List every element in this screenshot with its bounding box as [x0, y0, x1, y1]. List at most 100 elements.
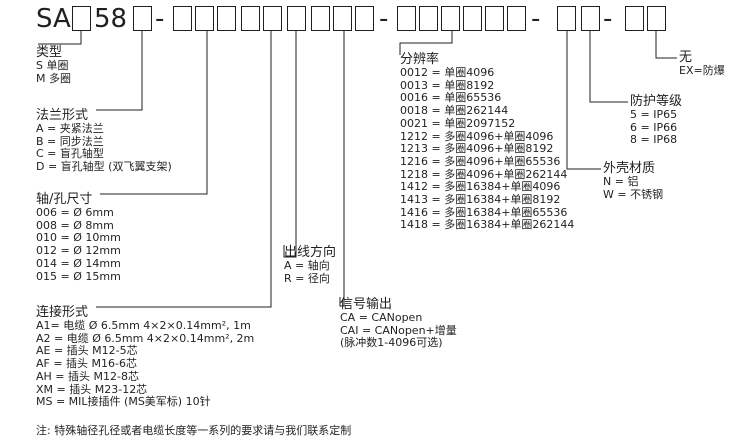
group-material-item: W = 不锈钢: [603, 187, 664, 201]
group-explosion: 无 EX=防爆: [679, 50, 725, 78]
code-mid: 58: [94, 4, 128, 34]
group-resolution-item: 1412 = 多圈16384+单圈4096: [400, 180, 561, 194]
group-material-item: N = 铝: [603, 175, 639, 188]
code-dash-4: -: [603, 4, 613, 34]
group-shaft-item: 015 = Ø 15mm: [36, 269, 121, 283]
group-connection-item: AH = 插头 M12-8芯: [36, 369, 139, 383]
group-protection-item: 5 = IP65: [630, 108, 678, 121]
group-connection-item: MS = MIL接插件 (MS美军标) 10针: [36, 395, 211, 409]
group-protection-item: 8 = IP68: [630, 133, 678, 147]
connector-material: [566, 31, 601, 170]
group-type: 类型 S 单圈 M 多圈: [36, 45, 71, 85]
group-type-item: M 多圈: [36, 71, 71, 85]
connector-outlet: [283, 31, 297, 258]
group-outlet-title: 出线方向: [284, 245, 337, 260]
group-connection-item: A1= 电缆 Ø 6.5mm 4×2×0.14mm², 1m: [36, 319, 251, 332]
group-material: 外壳材质 N = 铝 W = 不锈钢: [603, 161, 663, 201]
group-explosion-title: 无: [679, 50, 693, 65]
group-resolution-item: 0013 = 单圈8192: [400, 78, 495, 92]
group-resolution-title: 分辨率: [400, 52, 440, 67]
group-flange-item: A = 夹紧法兰: [36, 122, 104, 135]
connector-type: [38, 31, 82, 45]
group-shaft-item: 006 = Ø 6mm: [36, 206, 114, 219]
group-resolution-item: 0021 = 单圈2097152: [400, 116, 516, 130]
group-flange-title: 法兰形式: [36, 108, 97, 123]
group-flange: 法兰形式 A = 夹紧法兰 B = 同步法兰 C = 盲孔轴型 D = 盲孔轴型…: [36, 104, 172, 174]
group-signal-item: CAI = CANopen+增量: [340, 323, 457, 337]
connector-resolution: [399, 31, 453, 55]
group-outlet: 出线方向 A = 轴向 R = 径向: [284, 245, 336, 285]
group-connection-item: AE = 插头 M12-5芯: [36, 344, 138, 358]
code-box-shaft-1: [173, 6, 192, 31]
connector-signal: [339, 31, 345, 307]
group-type-title: 类型: [36, 45, 63, 60]
group-shaft: 轴/孔尺寸 006 = Ø 6mm 008 = Ø 8mm 010 = Ø 10…: [36, 188, 121, 283]
group-connection-item: A2 = 电缆 Ø 6.5mm 4×2×0.14mm², 2m: [36, 331, 255, 345]
group-connection: 连接形式 A1= 电缆 Ø 6.5mm 4×2×0.14mm², 1m A2 =…: [36, 301, 254, 409]
group-resolution-item: 0016 = 单圈65536: [400, 91, 502, 105]
group-shaft-title: 轴/孔尺寸: [36, 192, 101, 207]
code-box-shaft-3: [217, 6, 236, 31]
group-type-item: S 单圈: [36, 59, 69, 72]
code-box-flange: [133, 6, 152, 31]
code-box-material: [557, 6, 576, 31]
group-shaft-item: 012 = Ø 12mm: [36, 244, 121, 258]
group-shaft-item: 010 = Ø 10mm: [36, 231, 121, 245]
group-flange-item: D = 盲孔轴型 (双飞翼支架): [36, 160, 172, 174]
code-box-type: [72, 6, 91, 31]
code-box-connection-1: [241, 6, 260, 31]
code-dash-3: -: [531, 4, 541, 34]
group-connection-title: 连接形式: [36, 305, 97, 320]
code-box-resolution-6: [507, 6, 526, 31]
group-resolution: 分辨率 0012 = 单圈4096 0013 = 单圈8192 0016 = 单…: [400, 52, 574, 232]
footnote: 注: 特殊轴径孔径或者电缆长度等一系列的要求请与我们联系定制: [36, 424, 352, 437]
code-box-explosion-1: [625, 6, 644, 31]
model-code-row: SA 58 - - - -: [0, 0, 747, 40]
group-resolution-item: 1218 = 多圈4096+单圈262144: [400, 167, 568, 181]
group-explosion-item: EX=防爆: [679, 64, 725, 77]
code-dash-2: -: [379, 4, 389, 34]
code-box-protection: [581, 6, 600, 31]
group-resolution-item: 1216 = 多圈4096+单圈65536: [400, 154, 561, 168]
group-protection-item: 6 = IP66: [630, 120, 678, 134]
group-outlet-item: R = 径向: [284, 271, 330, 285]
group-signal-item: (脉冲数1-4096可选): [340, 336, 443, 350]
group-connection-item: XM = 插头 M23-12芯: [36, 382, 148, 396]
group-connection-item: AF = 插头 M16-6芯: [36, 357, 138, 371]
code-box-connection-2: [263, 6, 282, 31]
group-shaft-item: 008 = Ø 8mm: [36, 218, 114, 232]
code-box-outlet: [287, 6, 306, 31]
code-box-resolution-4: [463, 6, 482, 31]
group-outlet-item: A = 轴向: [284, 259, 330, 272]
group-resolution-item: 0018 = 单圈262144: [400, 104, 509, 118]
connector-connection: [38, 31, 272, 308]
group-resolution-item: 1416 = 多圈16384+单圈65536: [400, 205, 568, 219]
code-box-signal-1: [311, 6, 330, 31]
group-signal: 信号输出 CA = CANopen CAI = CANopen+增量 (脉冲数1…: [340, 297, 457, 350]
group-protection-title: 防护等级: [630, 94, 683, 109]
connector-explosion: [655, 31, 677, 59]
connector-protection: [589, 31, 628, 103]
group-material-title: 外壳材质: [603, 161, 656, 176]
code-box-explosion-2: [647, 6, 666, 31]
code-box-resolution-3: [441, 6, 460, 31]
code-dash-1: -: [155, 4, 165, 34]
group-flange-item: B = 同步法兰: [36, 134, 104, 148]
code-box-resolution-2: [419, 6, 438, 31]
group-signal-title: 信号输出: [340, 297, 393, 312]
code-box-resolution-1: [397, 6, 416, 31]
group-signal-item: CA = CANopen: [340, 311, 423, 324]
code-box-signal-2: [333, 6, 352, 31]
group-resolution-item: 1418 = 多圈16384+单圈262144: [400, 218, 575, 232]
group-resolution-item: 1212 = 多圈4096+单圈4096: [400, 129, 554, 143]
group-shaft-item: 014 = Ø 14mm: [36, 256, 121, 270]
group-protection: 防护等级 5 = IP65 6 = IP66 8 = IP68: [630, 94, 682, 147]
code-prefix: SA: [36, 4, 71, 34]
group-resolution-item: 1413 = 多圈16384+单圈8192: [400, 193, 561, 207]
code-box-signal-3: [355, 6, 374, 31]
group-resolution-item: 0012 = 单圈4096: [400, 66, 495, 79]
group-flange-item: C = 盲孔轴型: [36, 147, 104, 161]
code-box-shaft-2: [195, 6, 214, 31]
group-resolution-item: 1213 = 多圈4096+单圈8192: [400, 142, 554, 156]
code-box-resolution-5: [485, 6, 504, 31]
